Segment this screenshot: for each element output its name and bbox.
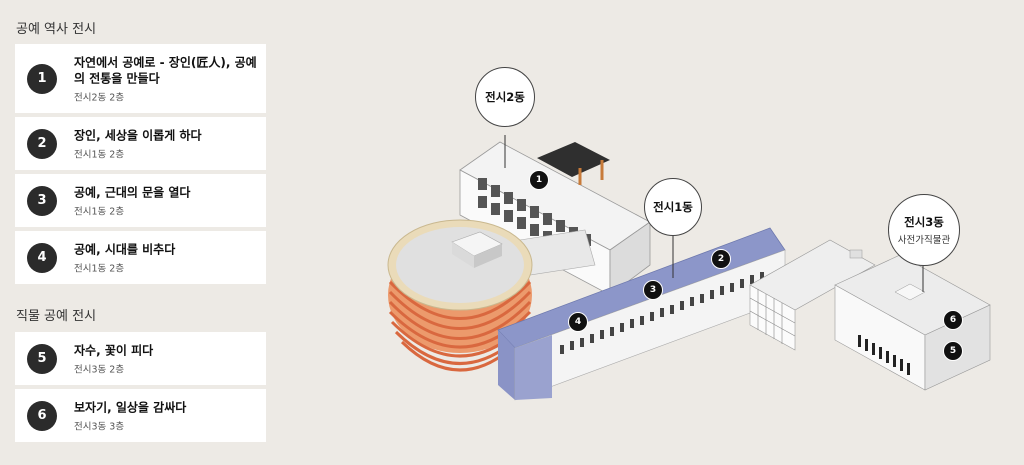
exhibit-card-5[interactable]: 5 자수, 꽃이 피다 전시3동 2층 [15,332,266,385]
exhibit-card-6[interactable]: 6 보자기, 일상을 감싸다 전시3동 3층 [15,389,266,442]
exhibit-number-badge: 4 [27,242,57,273]
building-name: 전시1동 [653,200,693,214]
exhibit-card-4[interactable]: 4 공예, 시대를 비추다 전시1동 2층 [15,231,266,284]
map-marker-6[interactable]: 6 [943,310,963,330]
exhibit-title: 공예, 시대를 비추다 [74,242,176,256]
exhibit-title: 자수, 꽃이 피다 [74,343,154,357]
exhibit-number-badge: 1 [27,63,57,94]
exhibit-number-badge: 3 [27,185,57,216]
exhibit-location: 전시3동 2층 [74,364,125,375]
exhibit-location: 전시1동 2층 [74,206,125,217]
building-2-label[interactable]: 전시2동 [475,67,535,127]
building-1-label[interactable]: 전시1동 [644,178,702,236]
exhibit-location: 전시3동 3층 [74,421,125,432]
building-name: 전시2동 [485,90,525,104]
exhibit-title: 장인, 세상을 이롭게 하다 [74,128,202,142]
exhibit-location: 전시1동 2층 [74,263,125,274]
map-marker-2[interactable]: 2 [711,249,731,269]
building-3-label[interactable]: 전시3동 사전가직물관 [888,194,960,266]
exhibit-card-3[interactable]: 3 공예, 근대의 문을 열다 전시1동 2층 [15,174,266,227]
exhibit-card-2[interactable]: 2 장인, 세상을 이롭게 하다 전시1동 2층 [15,117,266,170]
map-marker-3[interactable]: 3 [643,280,663,300]
map-marker-1[interactable]: 1 [529,170,549,190]
exhibit-title: 자연에서 공예로 - 장인(匠人), 공예의 전통을 만들다 [74,55,257,85]
exhibit-number-badge: 2 [27,128,57,159]
exhibit-title: 공예, 근대의 문을 열다 [74,185,191,199]
section-title-history: 공예 역사 전시 [16,22,97,37]
exhibit-number-badge: 5 [27,343,57,374]
exhibit-location: 전시2동 2층 [74,92,125,103]
building-subtitle: 사전가직물관 [897,235,951,246]
exhibit-location: 전시1동 2층 [74,149,125,160]
building-name: 전시3동 [904,215,944,229]
map-marker-4[interactable]: 4 [568,312,588,332]
section-title-textile: 직물 공예 전시 [16,309,97,324]
building-map: 전시2동 전시1동 전시3동 사전가직물관 1 2 3 4 6 5 [380,60,1020,460]
map-marker-5[interactable]: 5 [943,341,963,361]
exhibit-card-1[interactable]: 1 자연에서 공예로 - 장인(匠人), 공예의 전통을 만들다 전시2동 2층 [15,44,266,113]
exhibit-title: 보자기, 일상을 감싸다 [74,400,187,414]
building-illustration [387,135,991,401]
exhibit-number-badge: 6 [27,400,57,431]
